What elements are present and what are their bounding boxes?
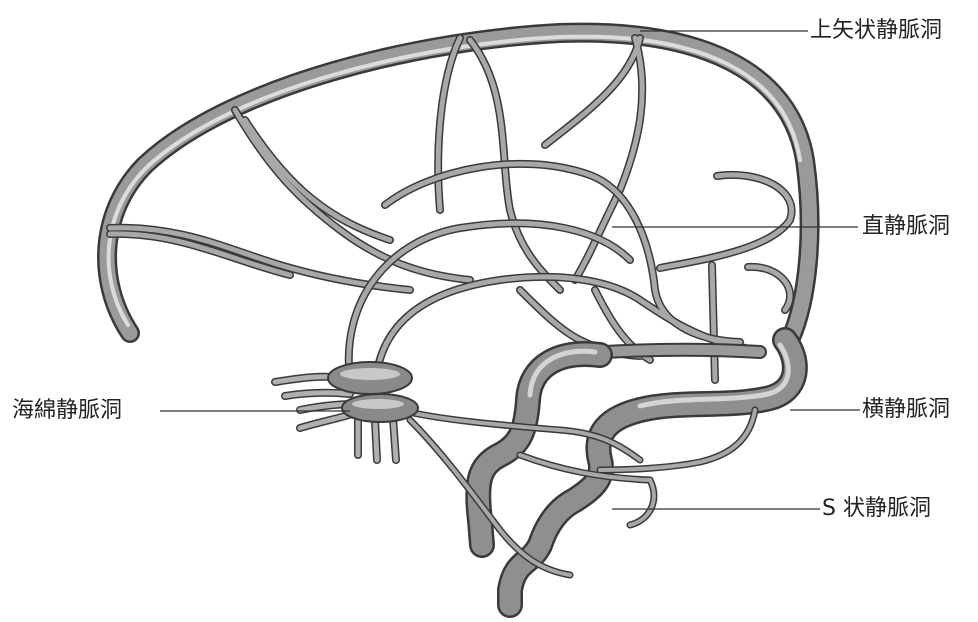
transverse-sigmoid-sinus-vessel	[510, 340, 795, 605]
label-cavernous-sinus: 海綿静脈洞	[12, 400, 122, 422]
superior-sagittal-sinus-vessel	[107, 33, 810, 340]
deep-descending-veins	[478, 351, 600, 545]
label-sigmoid-sinus: S 状静脈洞	[822, 498, 931, 520]
label-transverse-sinus: 横静脈洞	[862, 399, 950, 421]
label-superior-sagittal-sinus: 上矢状静脈洞	[810, 20, 942, 42]
label-straight-sinus: 直静脈洞	[862, 216, 950, 238]
